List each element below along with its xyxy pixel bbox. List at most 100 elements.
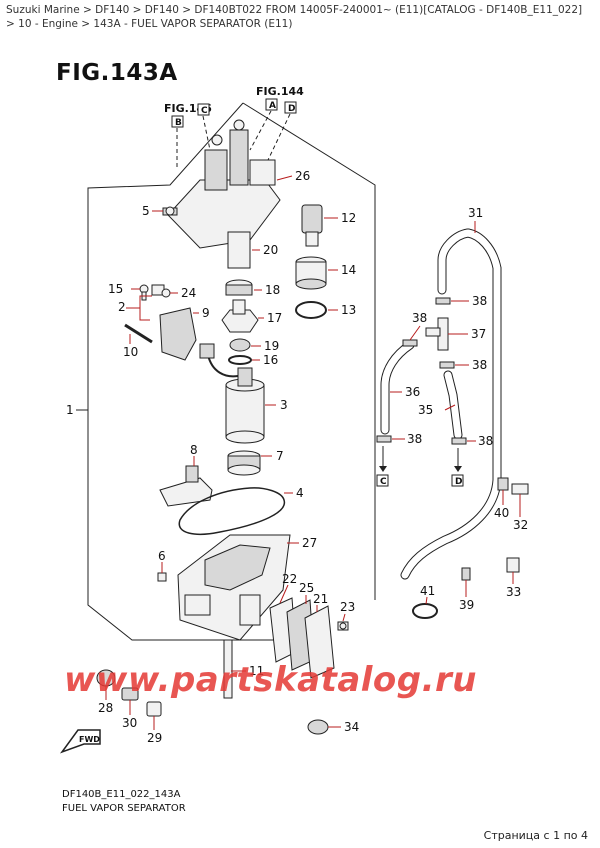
label-6[interactable]: 6 xyxy=(158,549,166,563)
part-7-float[interactable] xyxy=(227,450,261,476)
ref-box-d[interactable] xyxy=(451,474,464,487)
part-3-fuel-pump[interactable] xyxy=(225,367,265,444)
label-33[interactable]: 33 xyxy=(506,585,521,599)
part-15-screw[interactable] xyxy=(139,284,149,301)
label-32[interactable]: 32 xyxy=(513,518,528,532)
label-8[interactable]: 8 xyxy=(190,443,198,457)
part-38-clamp-b[interactable] xyxy=(402,339,418,347)
label-30[interactable]: 30 xyxy=(122,716,137,730)
label-17[interactable]: 17 xyxy=(267,311,282,325)
label-22[interactable]: 22 xyxy=(282,572,297,586)
label-31[interactable]: 31 xyxy=(468,206,483,220)
ref-box-d-top[interactable] xyxy=(284,101,297,114)
part-12-regulator[interactable] xyxy=(301,204,323,247)
label-19[interactable]: 19 xyxy=(264,339,279,353)
part-20-filter[interactable] xyxy=(227,231,251,269)
label-7[interactable]: 7 xyxy=(276,449,284,463)
label-38-a[interactable]: 38 xyxy=(472,294,487,308)
label-16[interactable]: 16 xyxy=(263,353,278,367)
part-24-screw[interactable] xyxy=(161,288,171,298)
part-38-clamp-a[interactable] xyxy=(435,297,451,305)
ref-box-c[interactable] xyxy=(376,474,389,487)
part-34-plug[interactable] xyxy=(307,719,329,735)
leader-38b xyxy=(409,325,421,341)
label-40[interactable]: 40 xyxy=(494,506,509,520)
part-23-bolt[interactable] xyxy=(337,621,349,631)
part-31-hose-inner xyxy=(401,229,501,579)
part-27-float-chamber[interactable] xyxy=(177,534,291,641)
label-21[interactable]: 21 xyxy=(313,592,328,606)
part-6-screw[interactable] xyxy=(157,572,167,582)
label-13[interactable]: 13 xyxy=(341,303,356,317)
label-10[interactable]: 10 xyxy=(123,345,138,359)
breadcrumb: Suzuki Marine > DF140 > DF140 > DF140BT0… xyxy=(6,4,583,30)
part-10-sensor-lead[interactable] xyxy=(124,323,153,344)
harness-connector xyxy=(199,343,215,359)
label-35[interactable]: 35 xyxy=(418,403,433,417)
part-38-clamp-c[interactable] xyxy=(439,361,455,369)
part-4-gasket[interactable] xyxy=(178,487,286,535)
assembly-frame xyxy=(87,102,300,641)
ref-fig144[interactable]: FIG.144 xyxy=(256,85,304,98)
label-27[interactable]: 27 xyxy=(302,536,317,550)
part-37-tee-joint[interactable] xyxy=(425,317,449,351)
part-31-hose-inner-left xyxy=(438,229,472,294)
part-16-o-ring[interactable] xyxy=(228,355,252,365)
ref-box-a-label: A xyxy=(269,101,276,111)
watermark: www.partskatalog.ru xyxy=(64,660,478,700)
label-14[interactable]: 14 xyxy=(341,263,356,277)
label-26[interactable]: 26 xyxy=(295,169,310,183)
part-32-bracket[interactable] xyxy=(511,483,529,495)
part-29-plug[interactable] xyxy=(146,701,162,717)
label-9[interactable]: 9 xyxy=(202,306,210,320)
part-17-bracket[interactable] xyxy=(221,299,259,333)
part-11-pipe[interactable] xyxy=(223,639,233,699)
label-4[interactable]: 4 xyxy=(296,486,304,500)
part-9-cover[interactable] xyxy=(159,307,197,361)
part-39-clip[interactable] xyxy=(461,567,471,581)
leader-41 xyxy=(425,596,428,605)
label-5[interactable]: 5 xyxy=(142,204,150,218)
label-25[interactable]: 25 xyxy=(299,581,314,595)
part-14-cap[interactable] xyxy=(295,256,327,290)
label-1[interactable]: 1 xyxy=(66,403,74,417)
label-38-c[interactable]: 38 xyxy=(472,358,487,372)
part-41-clamp[interactable] xyxy=(412,603,438,619)
part-38-clamp-e[interactable] xyxy=(451,437,467,445)
label-37[interactable]: 37 xyxy=(471,327,486,341)
label-2[interactable]: 2 xyxy=(118,300,126,314)
label-29[interactable]: 29 xyxy=(147,731,162,745)
label-12[interactable]: 12 xyxy=(341,211,356,225)
ref-box-b[interactable] xyxy=(171,115,184,128)
part-40-clip[interactable] xyxy=(497,477,509,491)
label-18[interactable]: 18 xyxy=(265,283,280,297)
part-19-grommet[interactable] xyxy=(229,338,251,352)
label-41[interactable]: 41 xyxy=(420,584,435,598)
ref-box-b-label: B xyxy=(175,118,182,128)
part-26-pump-head[interactable] xyxy=(167,119,281,249)
part-18-holder[interactable] xyxy=(225,279,253,296)
label-3[interactable]: 3 xyxy=(280,398,288,412)
label-34[interactable]: 34 xyxy=(344,720,359,734)
label-11[interactable]: 11 xyxy=(249,664,264,678)
fwd-arrow-icon: FWD xyxy=(59,729,101,754)
label-15[interactable]: 15 xyxy=(108,282,123,296)
part-21-cover[interactable] xyxy=(304,605,335,679)
label-24[interactable]: 24 xyxy=(181,286,196,300)
label-23[interactable]: 23 xyxy=(340,600,355,614)
part-33-bracket[interactable] xyxy=(506,557,520,573)
label-36[interactable]: 36 xyxy=(405,385,420,399)
part-5-bolt[interactable] xyxy=(162,206,178,216)
label-38-b[interactable]: 38 xyxy=(412,311,427,325)
ref-box-a[interactable] xyxy=(265,98,278,111)
figure-title: FIG.143A xyxy=(56,60,178,86)
part-38-clamp-d[interactable] xyxy=(376,435,392,443)
part-8-float-arm[interactable] xyxy=(159,465,213,507)
label-20[interactable]: 20 xyxy=(263,243,278,257)
label-38-d[interactable]: 38 xyxy=(407,432,422,446)
label-39[interactable]: 39 xyxy=(459,598,474,612)
part-13-o-ring[interactable] xyxy=(295,301,327,319)
label-28[interactable]: 28 xyxy=(98,701,113,715)
ref-box-c-top[interactable] xyxy=(197,103,210,116)
label-38-e[interactable]: 38 xyxy=(478,434,493,448)
